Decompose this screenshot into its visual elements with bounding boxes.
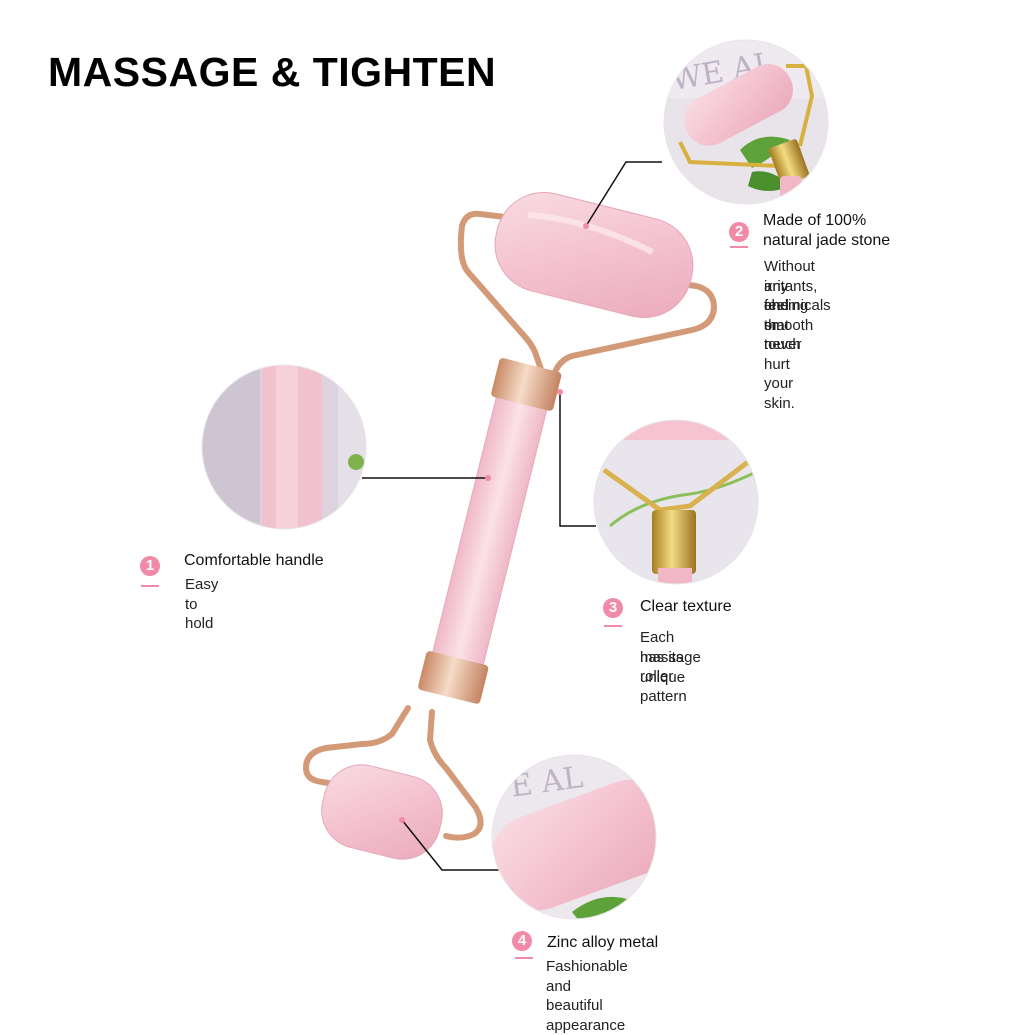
large-roller-stone bbox=[494, 191, 694, 319]
badge-underline bbox=[515, 957, 533, 959]
feature-title-line-2: natural jade stone bbox=[763, 232, 891, 249]
number-badge-2: 2 bbox=[729, 222, 749, 242]
handle-stone bbox=[418, 358, 562, 704]
page-title: MASSAGE & TIGHTEN bbox=[48, 49, 497, 95]
number-badge-1: 1 bbox=[140, 556, 160, 576]
stone-closeup-photo: WE AL bbox=[663, 39, 829, 205]
badge-underline bbox=[604, 625, 622, 627]
badge-underline bbox=[141, 585, 159, 587]
feature-description: Fashionable and beautiful appearance bbox=[546, 958, 628, 1034]
feature-description: Easy to hold bbox=[185, 576, 219, 632]
handle-closeup-photo bbox=[201, 364, 367, 530]
feature-description-line-2: has its unique pattern bbox=[640, 649, 687, 705]
feature-title-line-1: Made of 100% bbox=[763, 212, 867, 229]
small-roller-closeup-photo: E AL bbox=[491, 754, 657, 920]
feature-title: Comfortable handle bbox=[184, 552, 324, 569]
feature-title: Zinc alloy metal bbox=[547, 934, 659, 951]
badge-underline bbox=[730, 246, 748, 248]
jade-roller-image bbox=[302, 191, 718, 860]
feature-description-line-2: irritants, and smooth touch bbox=[764, 277, 818, 354]
feature-description-line-1: Each massage roller bbox=[640, 629, 701, 685]
number-badge-3: 3 bbox=[603, 598, 623, 618]
feature-title: Clear texture bbox=[640, 598, 732, 615]
number-badge-4: 4 bbox=[512, 931, 532, 951]
feature-description-line-3: feeling that never hurt your skin. bbox=[764, 297, 809, 412]
callout-lines bbox=[362, 161, 662, 871]
clasp-closeup-photo bbox=[593, 419, 759, 585]
feature-description-line-1: Without any chemicals or bbox=[764, 258, 831, 334]
small-roller-stone bbox=[321, 764, 443, 860]
